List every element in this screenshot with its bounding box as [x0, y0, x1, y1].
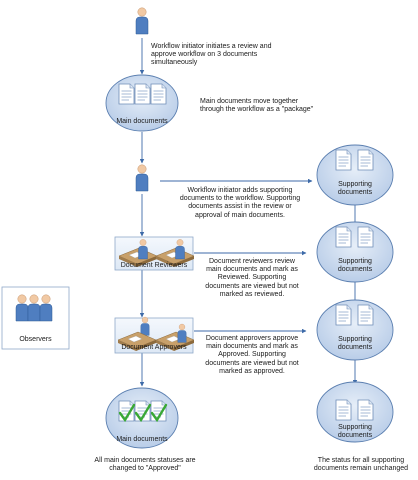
supporting-documents-node-4	[316, 381, 394, 443]
observers-label: Observers	[19, 336, 52, 343]
document-icon	[335, 304, 352, 326]
main-documents-bottom-node	[105, 387, 179, 449]
reviewer-person-icon	[175, 239, 185, 260]
check-icon	[134, 403, 152, 423]
annotation-reviewers: Document reviewers review main documents…	[205, 258, 299, 298]
main-documents-top-node	[105, 74, 179, 132]
supporting-documents-node-3	[316, 299, 394, 361]
document-approvers-label: Document Approvers	[121, 344, 187, 351]
annotation-final-main: All main documents statuses are changed …	[94, 457, 196, 473]
observer-person-icon	[39, 294, 53, 322]
observer-person-icon	[15, 294, 29, 322]
document-icon	[357, 226, 374, 248]
observers-node	[1, 286, 70, 350]
document-icon	[134, 83, 151, 105]
main-documents-bottom-label: Main documents	[116, 436, 168, 443]
annotation-approvers: Document approvers approve main document…	[205, 335, 299, 375]
observer-person-icon	[27, 294, 41, 322]
supporting-documents-label-1: Supporting documents	[337, 181, 373, 196]
document-icon	[118, 83, 135, 105]
annotation-package: Main documents move together through the…	[200, 98, 314, 114]
workflow-initiator-icon	[135, 164, 149, 192]
document-approvers-node	[114, 316, 195, 354]
check-icon	[118, 403, 136, 423]
supporting-documents-label-2: Supporting documents	[337, 258, 373, 273]
supporting-documents-label-4: Supporting documents	[337, 424, 373, 439]
document-icon	[357, 149, 374, 171]
workflow-initiator-icon	[135, 7, 149, 35]
connectors	[139, 38, 358, 387]
document-reviewers-node	[114, 236, 195, 271]
document-icon	[335, 226, 352, 248]
supporting-documents-label-3: Supporting documents	[337, 336, 373, 351]
supporting-documents-node-1	[316, 144, 394, 206]
annotation-initiator-adds: Workflow initiator adds supporting docum…	[179, 187, 301, 219]
document-icon	[357, 399, 374, 421]
check-icon	[150, 403, 168, 423]
document-icon	[335, 149, 352, 171]
document-icon	[335, 399, 352, 421]
document-reviewers-label: Document Reviewers	[120, 262, 188, 269]
approver-person-icon	[140, 316, 150, 336]
document-icon	[150, 83, 167, 105]
document-icon	[357, 304, 374, 326]
main-documents-top-label: Main documents	[116, 118, 168, 125]
supporting-documents-node-2	[316, 221, 394, 283]
reviewer-person-icon	[138, 239, 148, 260]
approver-person-icon	[177, 323, 187, 343]
annotation-final-supporting: The status for all supporting documents …	[313, 457, 409, 473]
annotation-initiator-start: Workflow initiator initiates a review an…	[151, 43, 272, 67]
